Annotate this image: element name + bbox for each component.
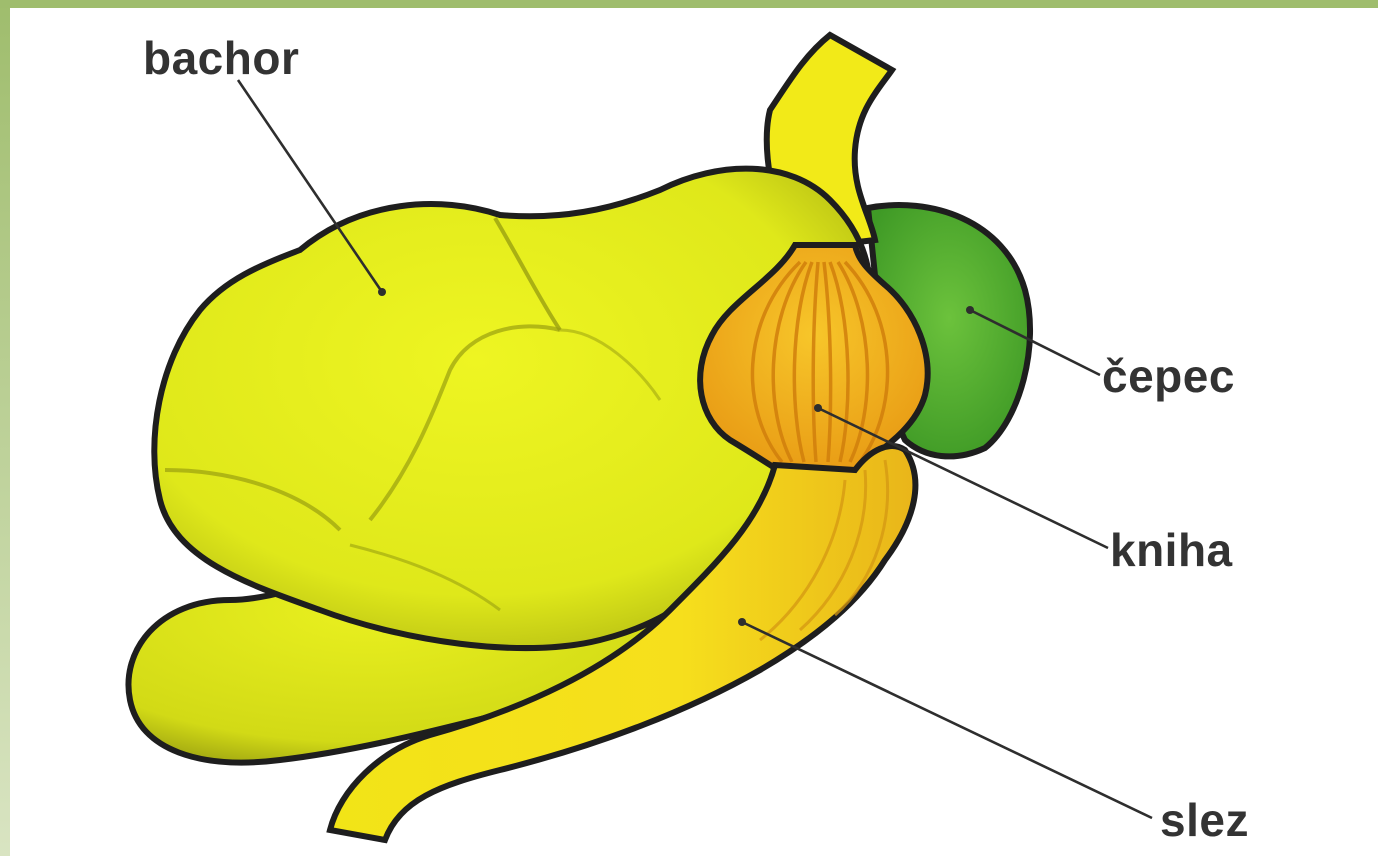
- leader-dot-omasum: [814, 404, 822, 412]
- label-omasum: kniha: [1110, 524, 1233, 576]
- label-reticulum: čepec: [1102, 350, 1235, 402]
- label-rumen: bachor: [143, 32, 299, 84]
- leader-line-abomasum: [742, 622, 1152, 818]
- leader-dot-rumen: [378, 288, 386, 296]
- leader-dot-reticulum: [966, 306, 974, 314]
- leader-dot-abomasum: [738, 618, 746, 626]
- label-abomasum: slez: [1160, 794, 1249, 846]
